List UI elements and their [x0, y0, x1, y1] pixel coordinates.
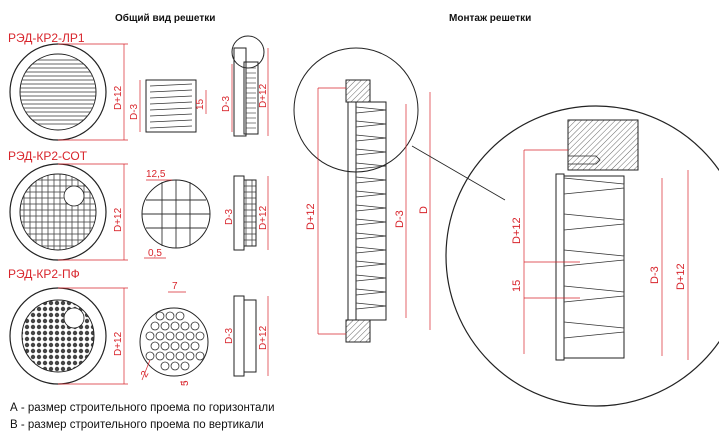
- pf-section-view: [233, 295, 257, 377]
- lr1-front-dim: [58, 43, 128, 141]
- note-b: В - размер строительного проема по верти…: [10, 419, 264, 431]
- model-label-pf: РЭД-КР2-ПФ: [8, 267, 80, 281]
- pf-detail-view: [139, 307, 209, 377]
- mount-dim-d-plus-12: D+12: [305, 203, 317, 230]
- lr1-dim-d-plus-12: D+12: [113, 85, 124, 110]
- pf-detail-dims: [141, 291, 186, 383]
- detail-dim-d-plus-12-b: D+12: [675, 263, 687, 290]
- sot-dim-d-plus-12-b: D+12: [258, 205, 269, 230]
- mount-dim-d-minus-3: D-3: [394, 210, 406, 228]
- detail-leader: [411, 145, 506, 201]
- mount-detail-dims: [523, 149, 689, 360]
- sot-dim-d-plus-12: D+12: [113, 207, 124, 232]
- lr1-side-dims: [139, 80, 207, 132]
- lr1-dim-d-minus-3-b: D-3: [221, 95, 232, 112]
- detail-dim-15: 15: [511, 280, 523, 292]
- mount-dim-d: D: [418, 206, 430, 214]
- sot-front-dim: [58, 163, 128, 261]
- mount-overview: [293, 47, 419, 343]
- mounting-title: Монтаж решетки: [449, 13, 531, 24]
- lr1-section-view: [231, 35, 265, 137]
- sot-dim-0-5: 0,5: [148, 248, 162, 259]
- model-label-lr1: РЭД-КР2-ЛР1: [8, 31, 85, 45]
- model-label-sot: РЭД-КР2-СОТ: [8, 149, 88, 163]
- lr1-dim-15: 15: [195, 98, 206, 110]
- sot-detail-view: [141, 179, 211, 249]
- sot-detail-dims: [144, 179, 172, 259]
- sot-section-view: [233, 175, 257, 251]
- sot-dim-d-minus-3: D-3: [224, 208, 235, 225]
- mount-overview-dims: [317, 87, 431, 335]
- pf-dim-d-minus-3: D-3: [224, 327, 235, 344]
- lr1-front-view: [9, 43, 107, 141]
- sot-dim-12-5: 12,5: [146, 169, 166, 180]
- lr1-section-dims: [231, 48, 269, 136]
- lr1-dim-d-plus-12-b: D+12: [258, 83, 269, 108]
- pf-front-view: [9, 287, 107, 385]
- pf-dim-d-plus-12: D+12: [113, 331, 124, 356]
- pf-dim-2: 2: [139, 369, 152, 380]
- detail-dim-d-plus-12: D+12: [511, 217, 523, 244]
- lr1-side-view: [145, 79, 197, 133]
- general-view-title: Общий вид решетки: [115, 12, 215, 24]
- mount-detail: [445, 105, 719, 407]
- pf-dim-d-plus-12-b: D+12: [258, 325, 269, 350]
- pf-dim-7: 7: [172, 281, 178, 292]
- detail-dim-d-minus-3: D-3: [649, 266, 661, 284]
- pf-front-dim: [58, 287, 128, 385]
- lr1-dim-d-minus-3: D-3: [129, 103, 140, 120]
- pf-dim-5: 5: [180, 380, 191, 386]
- sot-front-view: [9, 163, 107, 261]
- note-a: А - размер строительного проема по гориз…: [10, 402, 275, 414]
